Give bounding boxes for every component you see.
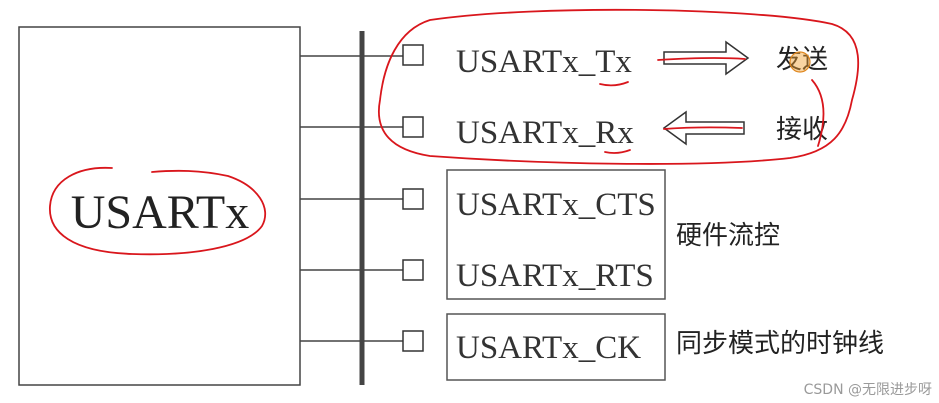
label-sync-clock: 同步模式的时钟线	[676, 329, 884, 359]
ink-circle-tx-rx	[378, 8, 860, 165]
label-send: 发送	[776, 45, 828, 75]
pin-label-cts: USARTx_CTS	[456, 187, 656, 223]
pin-label-tx: USARTx_Tx	[456, 44, 632, 80]
pin-square-ck	[402, 330, 424, 352]
pin-label-ck: USARTx_CK	[456, 330, 641, 366]
ink-underline-rx	[604, 149, 631, 154]
label-flow-control: 硬件流控	[676, 221, 780, 251]
pin-square-rx	[402, 116, 424, 138]
clock-box	[446, 313, 666, 381]
pin-label-rts: USARTx_RTS	[456, 258, 654, 294]
pin-label-rx: USARTx_Rx	[456, 115, 634, 151]
flow-control-box	[446, 169, 666, 300]
pin-square-cts	[402, 188, 424, 210]
watermark: CSDN @无限进步呀	[804, 382, 932, 398]
ink-underline-tx	[599, 81, 629, 87]
ink-arrow-tx	[657, 57, 746, 61]
ink-arrow-rx	[663, 126, 743, 130]
ink-circle-block-label	[49, 166, 267, 256]
ink-curve-right	[811, 79, 825, 147]
usart-block	[18, 26, 301, 386]
pin-square-tx	[402, 44, 424, 66]
usart-block-label: USARTx	[71, 186, 249, 239]
cursor-highlight	[789, 51, 811, 73]
pin-square-rts	[402, 259, 424, 281]
